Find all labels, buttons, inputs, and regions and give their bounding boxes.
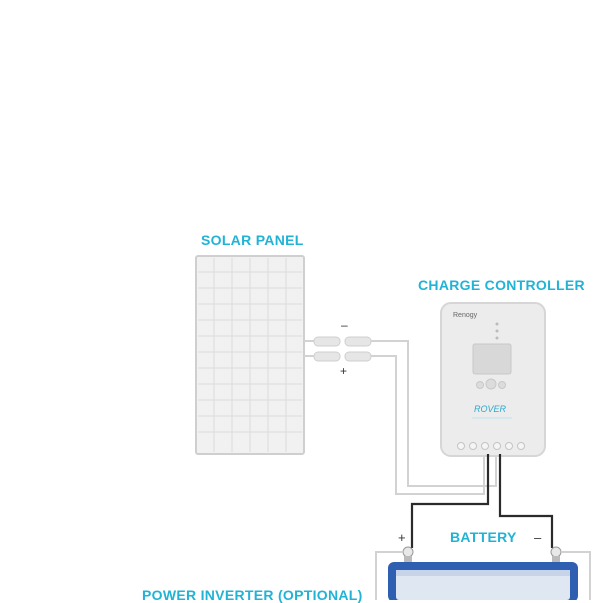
battery-positive-sign: +: [398, 530, 406, 545]
battery-negative-sign: –: [534, 530, 542, 545]
battery-label: BATTERY: [450, 529, 517, 545]
battery-terminals: [402, 546, 562, 562]
battery-wires: [410, 454, 554, 548]
mc4-connector-positive: [313, 351, 372, 362]
mc4-connector-negative: [313, 336, 372, 347]
solar-panel: [195, 255, 305, 455]
inverter-wires: [375, 551, 591, 600]
power-inverter-label: POWER INVERTER (OPTIONAL): [142, 587, 363, 603]
negative-sign: –: [341, 318, 348, 332]
controller-model: ROVER: [474, 404, 507, 414]
solar-panel-label: SOLAR PANEL: [201, 232, 304, 248]
controller-brand: Renogy: [453, 312, 478, 319]
charge-controller: Renogy ROVER: [440, 302, 546, 457]
battery: [388, 562, 578, 600]
panel-wires: [304, 340, 497, 495]
positive-sign: +: [340, 364, 347, 378]
charge-controller-label: CHARGE CONTROLLER: [418, 277, 585, 293]
